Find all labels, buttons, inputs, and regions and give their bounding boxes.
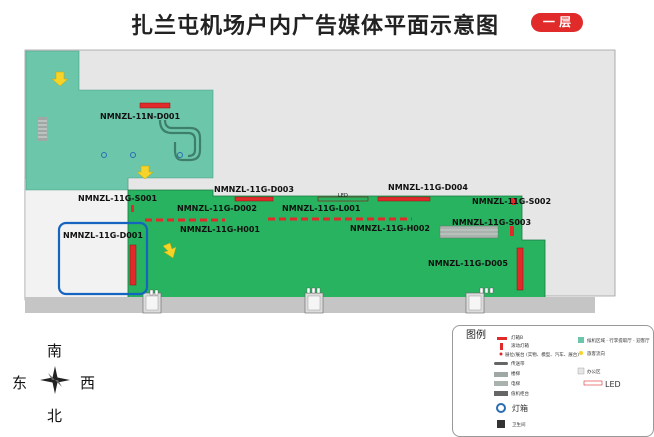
pillar-icon <box>130 152 136 158</box>
passenger-flow-arrow <box>51 71 69 87</box>
escalator-icon <box>439 225 499 239</box>
label-led: LED <box>338 193 348 199</box>
legend-office-label: 办公区 <box>587 370 601 375</box>
label-s002: NMNZL-11G-S002 <box>472 197 552 206</box>
label-s001: NMNZL-11G-S001 <box>78 194 158 203</box>
floor-badge: 一 层 <box>531 13 583 32</box>
legend-stairs-label: 楼梯 <box>511 372 520 377</box>
compass-icon <box>40 366 70 394</box>
compass-west-label: 东 <box>12 374 28 392</box>
legend-escalator-icon <box>494 381 508 386</box>
label-d005: NMNZL-11G-D005 <box>428 259 508 268</box>
map-title: 扎兰屯机场户内广告媒体平面示意图 <box>130 14 499 39</box>
lightbox-s001 <box>131 205 134 212</box>
lightbox-d001-top <box>139 102 171 109</box>
passenger-flow-arrow <box>136 165 154 180</box>
lightbox-s002 <box>512 198 516 205</box>
entrance-gate-icon <box>465 292 485 314</box>
legend-scroll-lightbox-icon <box>500 343 503 350</box>
label-h002: NMNZL-11G-H002 <box>350 224 430 233</box>
compass-south-label: 北 <box>47 407 63 425</box>
legend-conveyor-icon <box>494 362 508 365</box>
legend-escalator-label: 电梯 <box>511 382 520 387</box>
label-h001: NMNZL-11G-H001 <box>180 225 260 234</box>
passenger-flow-arrow <box>162 242 177 259</box>
entrance-gate-icon <box>142 292 162 314</box>
label-d001-left: NMNZL-11G-D001 <box>63 231 143 240</box>
legend-panel <box>452 325 654 437</box>
label-d004: NMNZL-11G-D004 <box>388 183 468 192</box>
baggage-conveyor <box>158 119 202 162</box>
compass-north-label: 南 <box>47 342 63 360</box>
legend-exhibit-icon <box>499 352 503 356</box>
pillar-icon <box>101 152 107 158</box>
legend-lightbox-label: 灯箱 <box>512 404 528 413</box>
highlight-box <box>57 221 149 296</box>
lightbox-d001-left <box>129 244 137 286</box>
legend-passenger-flow-icon <box>579 351 583 355</box>
legend-led-label: LED <box>605 380 621 389</box>
legend-passenger-flow-label: 旅客流向 <box>587 352 605 357</box>
legend-waiting-area-icon <box>578 337 584 343</box>
lightbox-d004 <box>377 196 431 202</box>
label-d002: NMNZL-11G-D002 <box>177 204 257 213</box>
legend-exhibit-label: 展位/展台 (实物、模型、汽车、展台) <box>505 353 579 358</box>
legend-lightbox-b-label: 灯箱B <box>511 336 524 341</box>
legend-conveyor-label: 传送带 <box>511 362 525 367</box>
legend-led-icon <box>583 380 603 386</box>
legend-lightbox-b-icon <box>497 337 507 340</box>
lightbox-d005 <box>516 247 524 291</box>
legend-restroom-icon <box>497 420 505 428</box>
legend-stairs-icon <box>494 372 508 377</box>
label-d001-top: NMNZL-11N-D001 <box>100 112 181 121</box>
label-d003: NMNZL-11G-D003 <box>214 185 294 194</box>
legend-title: 图例 <box>466 330 486 341</box>
led-screen-l001 <box>317 196 369 202</box>
legend-restroom-label: 卫生间 <box>512 423 526 428</box>
compass-east-label: 西 <box>80 374 96 392</box>
legend-checkin-label: 值机柜台 <box>511 392 529 397</box>
lightbox-s003 <box>510 226 514 236</box>
label-l001: NMNZL-11G-L001 <box>282 204 361 213</box>
gate-markers <box>149 287 494 296</box>
entrance-gate-icon <box>304 292 324 314</box>
legend-checkin-icon <box>494 391 508 396</box>
legend-scroll-lightbox-label: 滚动灯箱 <box>511 344 529 349</box>
legend-office-icon <box>577 367 585 375</box>
pillar-icon <box>177 152 183 158</box>
teal-waiting-zone <box>25 50 214 191</box>
legend-lightbox-icon <box>496 403 506 413</box>
legend-waiting-area-label: 候机区域 · 行李提取厅 · 迎客厅 <box>587 339 650 344</box>
stairs-icon <box>38 117 47 141</box>
label-s003: NMNZL-11G-S003 <box>452 218 532 227</box>
lightbox-d003 <box>234 196 274 202</box>
